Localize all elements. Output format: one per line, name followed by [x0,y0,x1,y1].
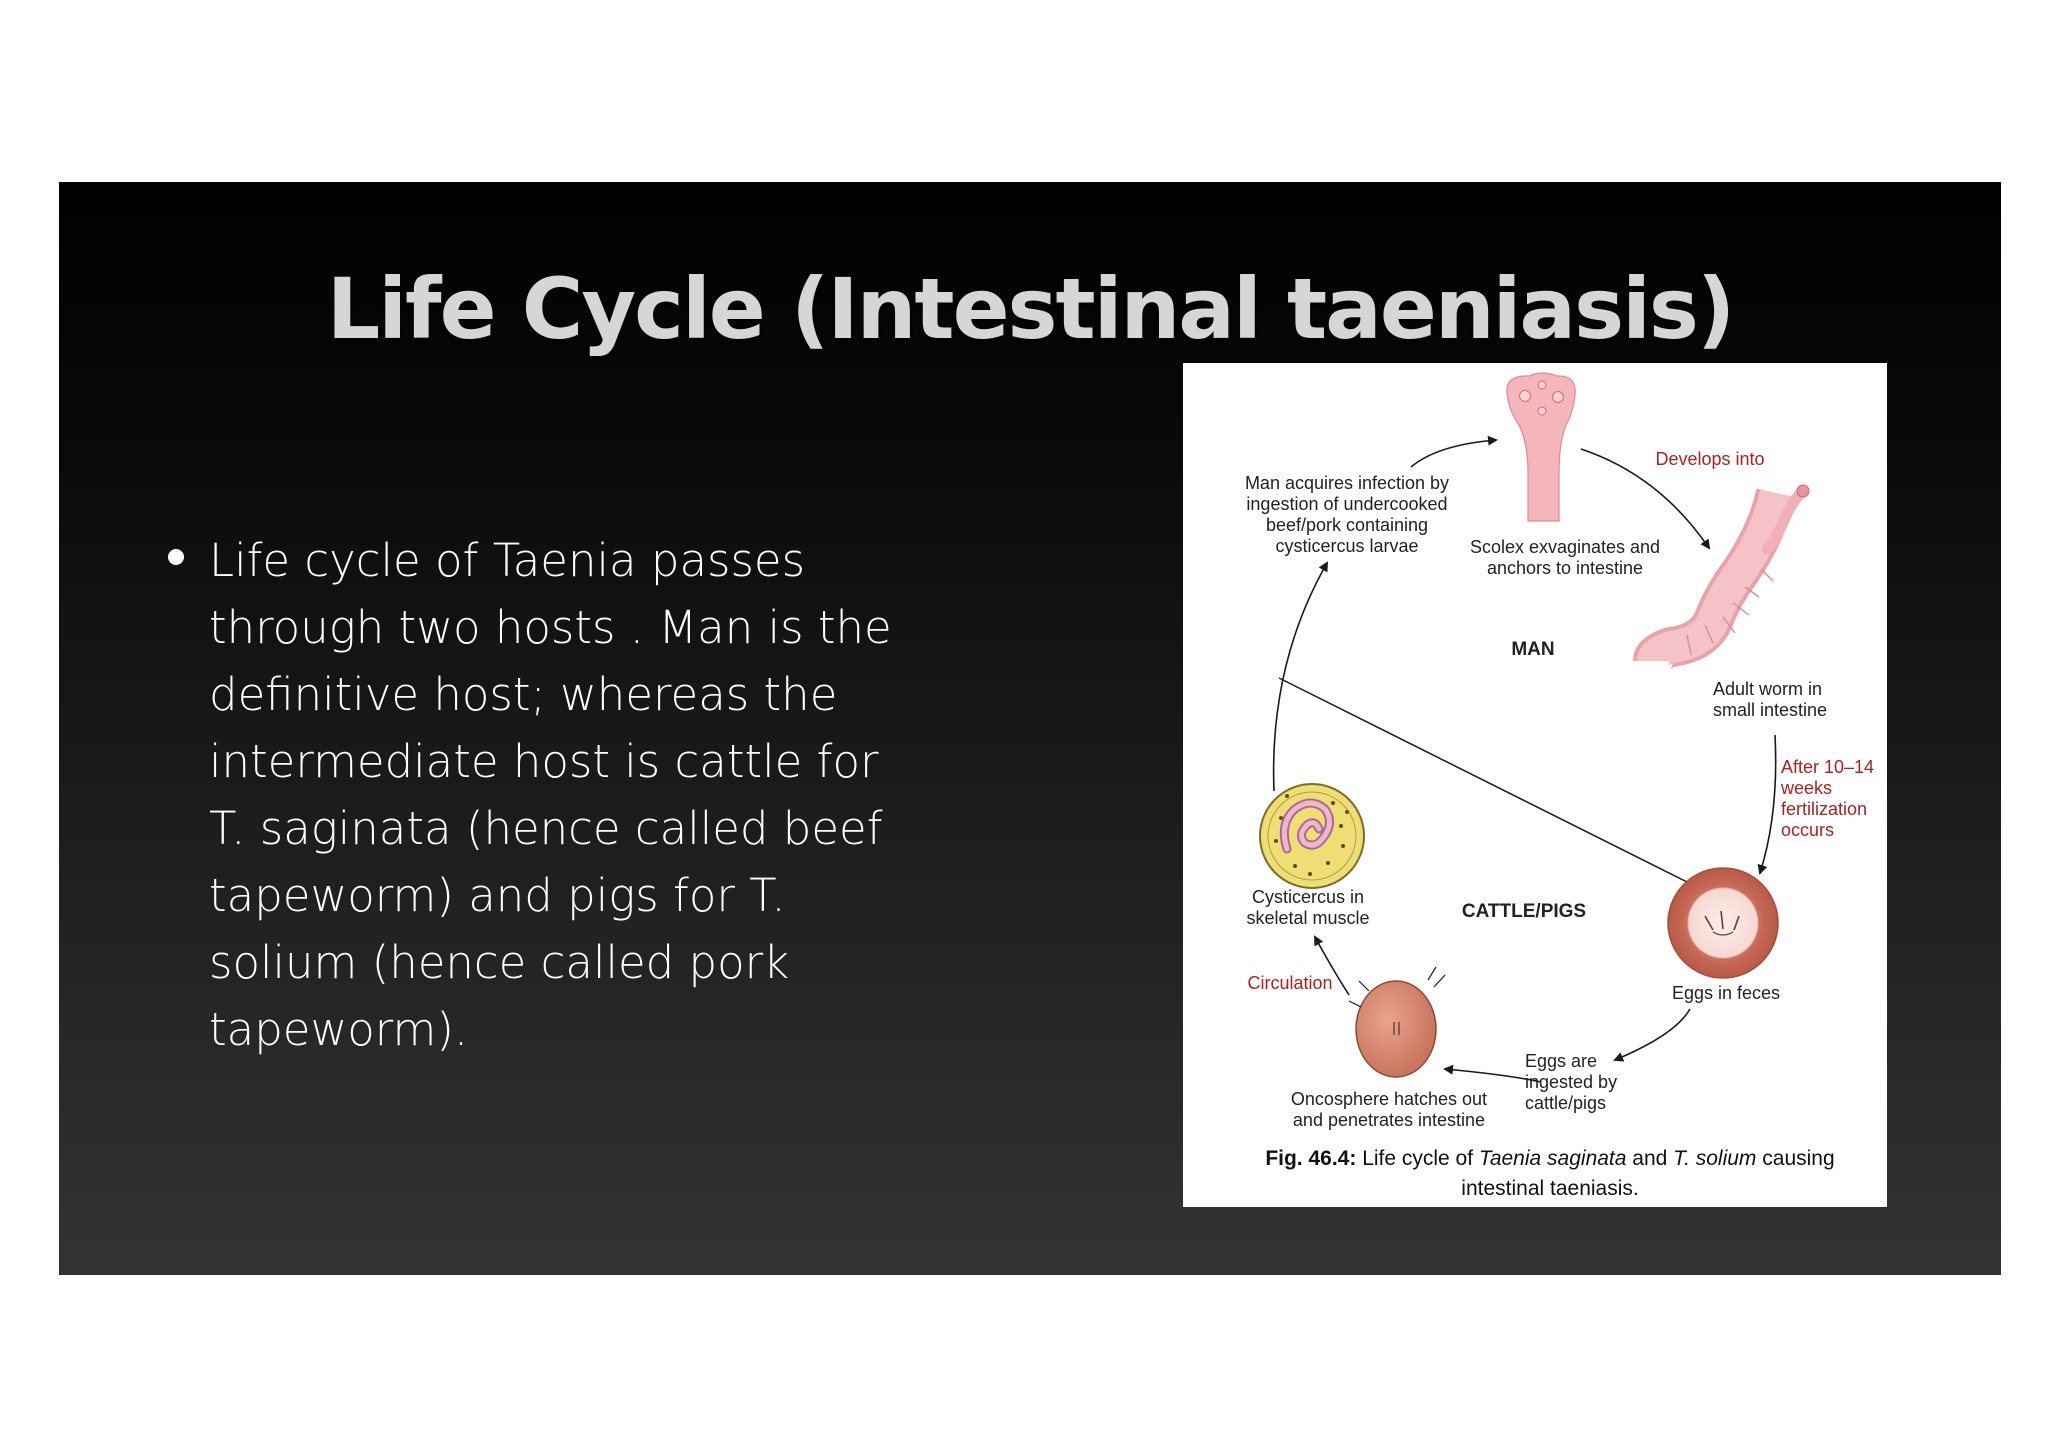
arrow-worm-to-eggs [1757,734,1777,875]
arrow-cyst-to-man [1272,561,1328,792]
caption-text-1: Life cycle of [1362,1147,1474,1170]
label-circulation: Circulation [1247,973,1333,993]
arrow-eggs-to-ingested [1613,1008,1691,1062]
scolex-icon [1506,372,1576,522]
arrow-to-scolex [1410,435,1498,468]
figure-caption: Fig. 46.4: Life cycle of Taenia saginata… [1223,1144,1877,1204]
oncosphere-icon [1348,966,1446,1078]
label-after-weeks: After 10–14 weeks fertilization occurs [1781,757,1875,840]
arrow-to-oncosphere [1443,1064,1542,1083]
caption-species-1: Taenia saginata [1478,1147,1627,1170]
label-oncosphere: Oncosphere hatches out and penetrates in… [1290,1089,1488,1130]
label-cysticercus: Cysticercus in skeletal muscle [1246,887,1370,928]
life-cycle-figure: Man acquires infection by ingestion of u… [1183,363,1887,1207]
label-adult-worm: Adult worm in small intestine [1713,679,1828,720]
label-eggs-in-feces: Eggs in feces [1671,983,1781,1003]
adult-worm-icon [1633,484,1810,671]
life-cycle-diagram [1259,372,1810,1083]
label-scolex: Scolex exvaginates and anchors to intest… [1469,537,1661,578]
caption-text-3: causing intestinal taeniasis. [1461,1147,1835,1200]
label-man-host: MAN [1511,639,1555,660]
host-divider-line [1278,677,1694,886]
label-man-acquires: Man acquires infection by ingestion of u… [1244,473,1450,556]
caption-fig-number: Fig. 46.4: [1265,1147,1357,1170]
slide: Life Cycle (Intestinal taeniasis) Life c… [59,182,2001,1275]
label-develops-into: Develops into [1655,449,1765,469]
arrow-scolex-to-worm [1580,448,1711,550]
label-cattle-pigs: CATTLE/PIGS [1461,901,1587,922]
bullet-text: Life cycle of Taenia passes through two … [209,534,892,1056]
caption-species-2: T. solium [1673,1147,1757,1170]
egg-icon [1667,867,1779,979]
cysticercus-icon [1259,783,1365,889]
arrow-oncosphere-to-circulation [1314,935,1350,996]
label-eggs-ingested: Eggs are ingested by cattle/pigs [1525,1051,1618,1113]
bullet-list: Life cycle of Taenia passes through two … [166,527,926,1063]
slide-title: Life Cycle (Intestinal taeniasis) [326,260,1736,358]
caption-text-2: and [1632,1147,1668,1170]
